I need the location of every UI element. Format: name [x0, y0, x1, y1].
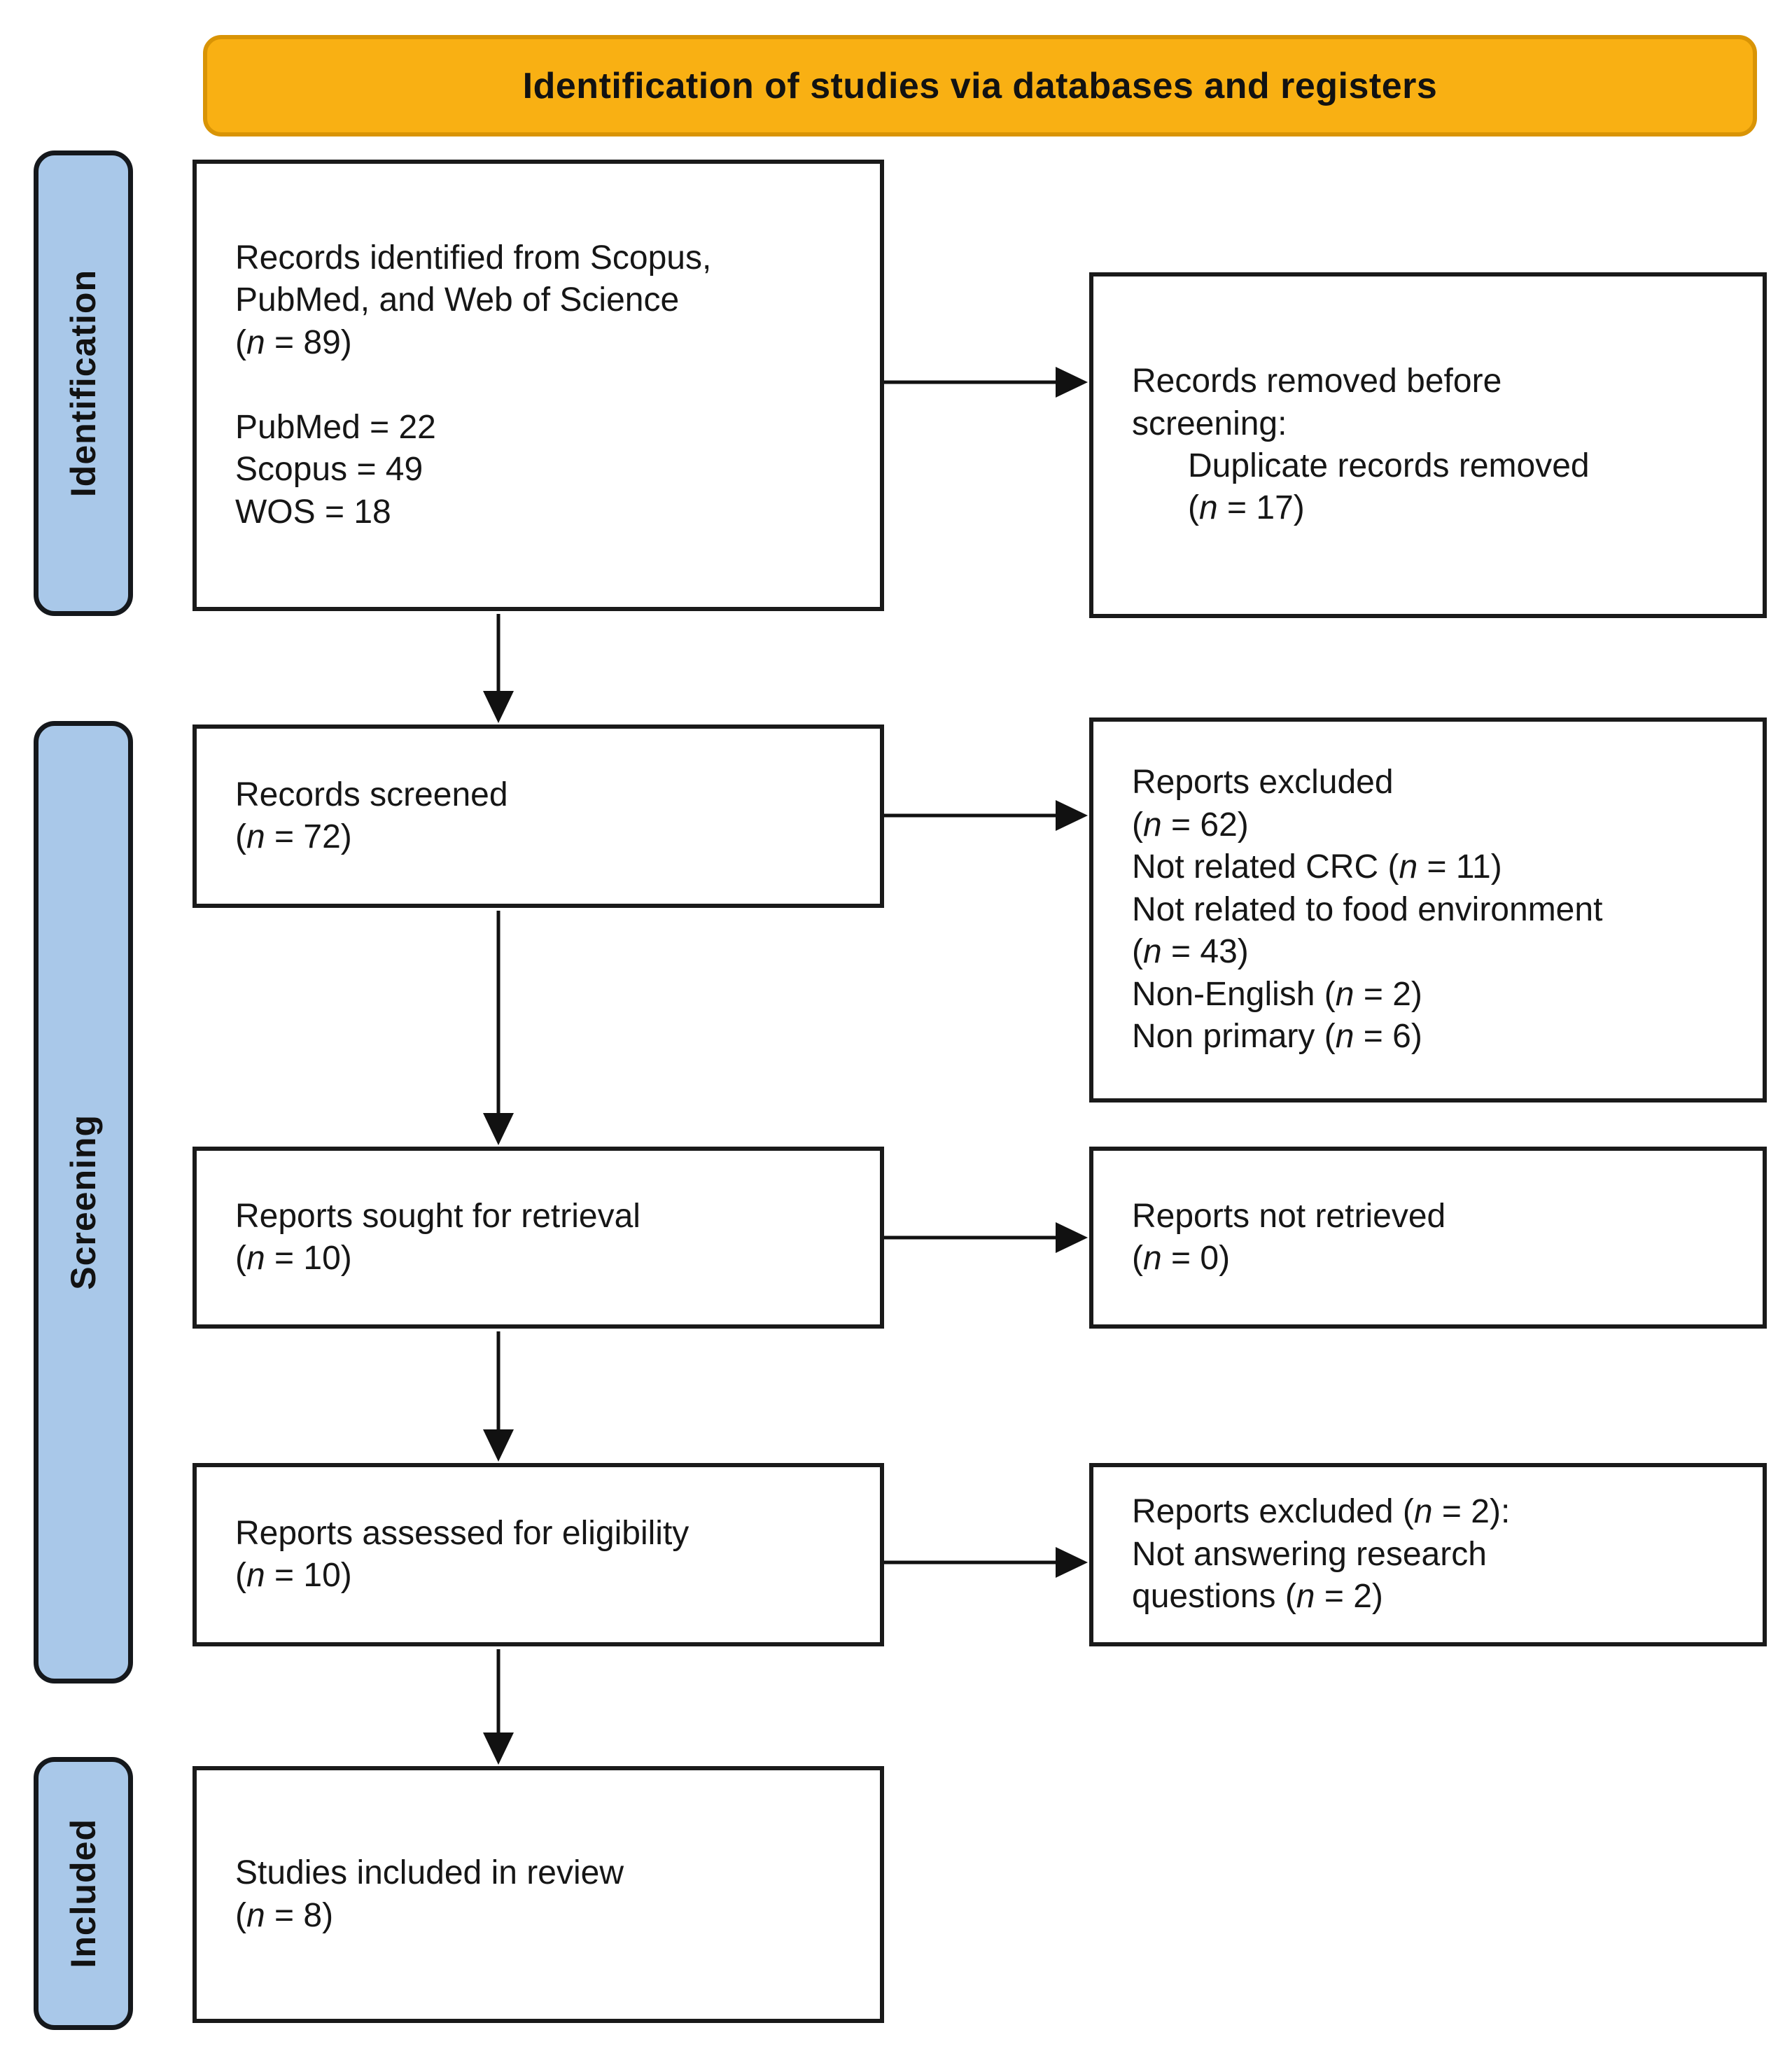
arrowhead-right-icon — [1056, 367, 1088, 398]
box-records-removed-text: Records removed before screening: Duplic… — [1132, 363, 1590, 527]
arrow-shaft — [496, 911, 500, 1117]
arrow-shaft — [884, 1236, 1060, 1240]
box-reports-not-retrieved: Reports not retrieved (n = 0) — [1089, 1147, 1767, 1329]
arrow-identified-to-screened — [483, 614, 514, 723]
box-studies-included-review-text: Studies included in review (n = 8) — [235, 1854, 624, 1934]
box-records-screened-text: Records screened (n = 72) — [235, 776, 508, 855]
arrow-assessed-to-included — [483, 1649, 514, 1765]
box-reports-assessed-eligibility: Reports assessed for eligibility (n = 10… — [192, 1463, 884, 1646]
box-reports-not-retrieved-text: Reports not retrieved (n = 0) — [1132, 1197, 1446, 1277]
arrow-sought-to-not-retrieved — [884, 1222, 1088, 1253]
arrow-shaft — [884, 1560, 1060, 1564]
stage-label-identification-text: Identification — [64, 269, 103, 498]
stage-label-identification: Identification — [34, 150, 133, 616]
arrowhead-right-icon — [1056, 1222, 1088, 1253]
box-records-identified: Records identified from Scopus, PubMed, … — [192, 160, 884, 611]
arrow-assessed-to-excluded — [884, 1547, 1088, 1578]
box-records-identified-text: Records identified from Scopus, PubMed, … — [235, 239, 712, 531]
arrowhead-down-icon — [483, 1429, 514, 1462]
box-reports-excluded-eligibility-text: Reports excluded (n = 2): Not answering … — [1132, 1493, 1511, 1616]
stage-label-included-text: Included — [64, 1819, 103, 1968]
box-studies-included-review: Studies included in review (n = 8) — [192, 1766, 884, 2023]
arrow-identified-to-removed — [884, 367, 1088, 398]
box-reports-excluded-eligibility: Reports excluded (n = 2): Not answering … — [1089, 1463, 1767, 1646]
arrow-shaft — [884, 380, 1060, 384]
arrowhead-right-icon — [1056, 800, 1088, 831]
stage-label-screening-text: Screening — [64, 1114, 103, 1290]
arrow-screened-to-excluded — [884, 800, 1088, 831]
banner: Identification of studies via databases … — [203, 35, 1757, 136]
stage-label-included: Included — [34, 1757, 133, 2030]
arrowhead-right-icon — [1056, 1547, 1088, 1578]
arrow-shaft — [496, 1331, 500, 1434]
arrow-shaft — [496, 1649, 500, 1737]
box-reports-excluded-screening-text: Reports excluded (n = 62) Not related CR… — [1132, 764, 1603, 1056]
stage-label-screening: Screening — [34, 721, 133, 1684]
box-records-screened: Records screened (n = 72) — [192, 724, 884, 908]
arrow-sought-to-assessed — [483, 1331, 514, 1462]
arrow-screened-to-sought — [483, 911, 514, 1145]
box-reports-excluded-screening: Reports excluded (n = 62) Not related CR… — [1089, 718, 1767, 1102]
banner-title: Identification of studies via databases … — [522, 65, 1438, 106]
arrow-shaft — [884, 813, 1060, 818]
box-reports-sought-retrieval-text: Reports sought for retrieval (n = 10) — [235, 1197, 640, 1277]
arrowhead-down-icon — [483, 1732, 514, 1765]
box-reports-sought-retrieval: Reports sought for retrieval (n = 10) — [192, 1147, 884, 1329]
arrow-shaft — [496, 614, 500, 695]
arrowhead-down-icon — [483, 1113, 514, 1145]
arrowhead-down-icon — [483, 691, 514, 723]
box-records-removed-before-screening: Records removed before screening: Duplic… — [1089, 272, 1767, 618]
box-reports-assessed-eligibility-text: Reports assessed for eligibility (n = 10… — [235, 1514, 690, 1594]
